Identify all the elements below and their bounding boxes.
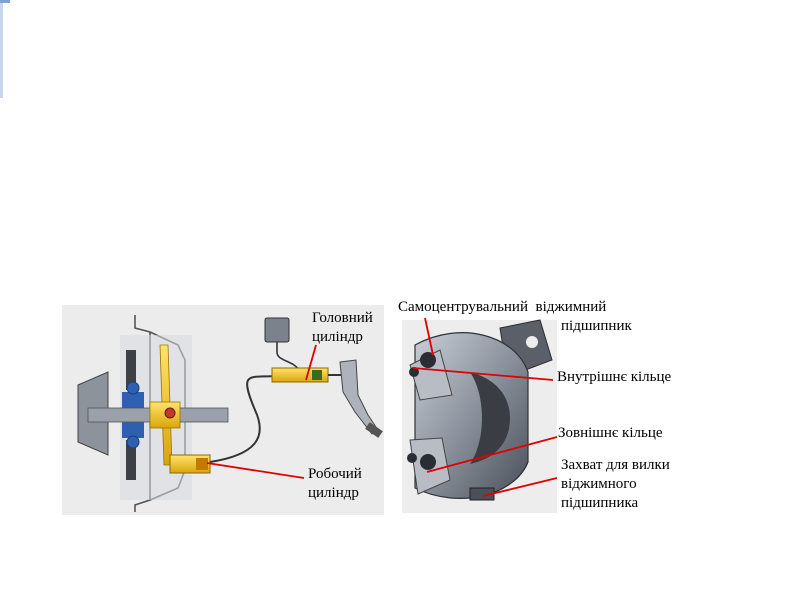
label-fork-grip-line-3: підшипника	[561, 495, 639, 511]
bearing-ball-inner	[409, 367, 419, 377]
friction-lining-bottom	[126, 440, 136, 480]
leader-outer-ring	[426, 436, 558, 473]
label-fork-grip-line-1: Захват для вилки	[561, 457, 670, 473]
label-fork-grip-line-2: віджимного	[561, 476, 637, 492]
bracket-hole	[526, 336, 538, 348]
bearing-ball-bottom	[420, 454, 436, 470]
label-slave-cylinder-line-1: Робочий	[308, 466, 362, 482]
bearing-ball-outer	[407, 453, 417, 463]
damper-spring-bottom	[126, 435, 140, 449]
fluid-reservoir	[264, 317, 290, 343]
label-self-centering-bearing: Самоцентрувальний віджимний підшипник	[398, 298, 632, 336]
bearing-bore	[470, 372, 510, 464]
label-inner-ring: Внутрішнє кільце	[557, 369, 672, 385]
leader-inner-ring	[412, 367, 554, 381]
label-slave-cylinder-line-2: циліндр	[308, 485, 359, 501]
label-self-centering-bearing-line-2: підшипник	[561, 318, 632, 334]
friction-lining-top	[126, 350, 136, 390]
leader-fork-grip	[482, 477, 558, 497]
label-fork-grip: Захват для вилки віджимного підшипника	[561, 456, 670, 513]
hydraulic-line	[209, 375, 277, 463]
leader-slave-cylinder	[206, 462, 305, 479]
pedal-pad	[365, 422, 383, 438]
bearing-ball-top	[420, 352, 436, 368]
release-bearing-figure	[402, 319, 557, 513]
leader-self-centering-bearing	[424, 317, 434, 356]
release-bearing-center	[164, 407, 176, 419]
hydraulic-clutch-figure	[62, 305, 384, 515]
label-slave-cylinder: Робочий циліндр	[308, 465, 362, 503]
damper-spring-top	[126, 381, 140, 395]
label-self-centering-bearing-line-1: Самоцентрувальний віджимний	[398, 299, 607, 315]
master-cylinder-piston	[312, 370, 322, 380]
label-master-cylinder-line-1: Головний	[312, 310, 373, 326]
label-master-cylinder: Головний циліндр	[312, 309, 373, 347]
window-edge-accent	[0, 0, 10, 3]
label-outer-ring: Зовнішнє кільце	[558, 425, 663, 441]
slave-cylinder-port	[196, 458, 208, 470]
window-edge-strip	[0, 0, 3, 98]
leader-master-cylinder	[305, 344, 317, 381]
leader-lines	[206, 317, 558, 497]
label-master-cylinder-line-2: циліндр	[312, 329, 363, 345]
